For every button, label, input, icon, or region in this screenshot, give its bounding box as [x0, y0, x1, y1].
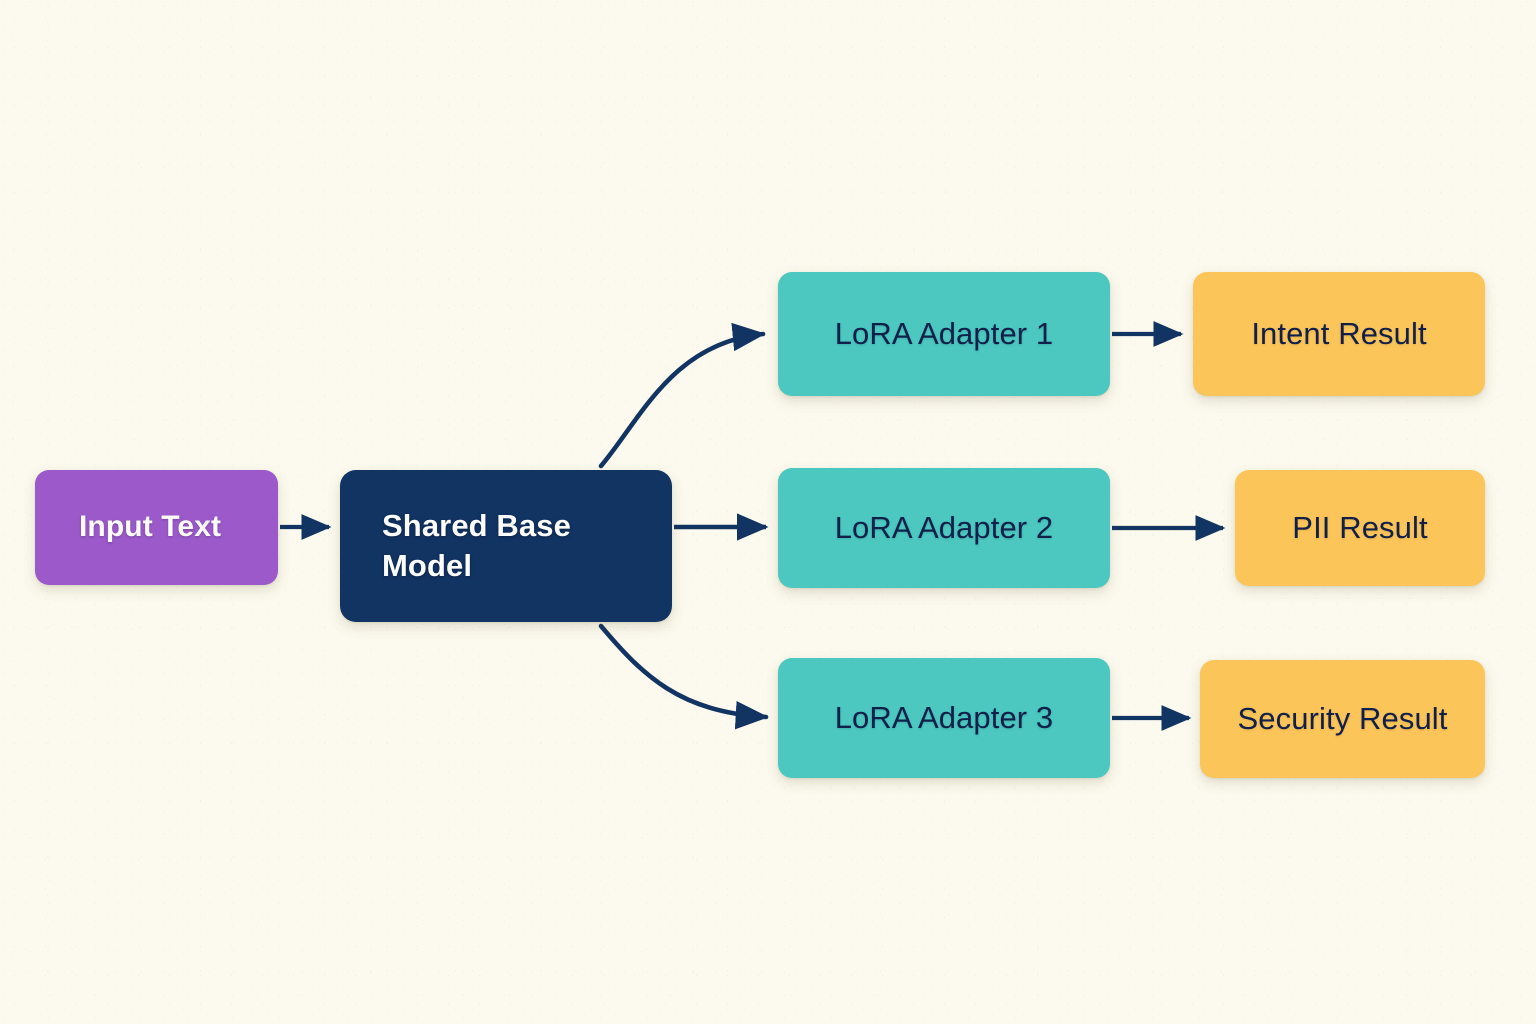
node-pii-result-label: PII Result — [1292, 510, 1428, 546]
node-lora-adapter-3[interactable]: LoRA Adapter 3 — [778, 658, 1110, 778]
node-security-result[interactable]: Security Result — [1200, 660, 1485, 778]
node-intent-result-label: Intent Result — [1251, 316, 1427, 352]
node-lora-adapter-1[interactable]: LoRA Adapter 1 — [778, 272, 1110, 396]
node-shared-base-model-line2: Model — [382, 548, 473, 583]
edge-base-to-adapter1 — [598, 322, 766, 469]
node-pii-result[interactable]: PII Result — [1235, 470, 1485, 586]
edge-base-to-adapter3 — [598, 623, 769, 730]
node-shared-base-model-line1: Shared Base — [382, 508, 571, 544]
node-lora-adapter-3-label: LoRA Adapter 3 — [834, 700, 1054, 736]
node-security-result-label: Security Result — [1237, 701, 1448, 737]
node-intent-result[interactable]: Intent Result — [1193, 272, 1485, 396]
node-input-text[interactable]: Input Text — [35, 470, 278, 585]
node-lora-adapter-2[interactable]: LoRA Adapter 2 — [778, 468, 1110, 588]
node-lora-adapter-2-label: LoRA Adapter 2 — [834, 510, 1054, 546]
node-input-text-label: Input Text — [79, 510, 222, 544]
node-lora-adapter-1-label: LoRA Adapter 1 — [834, 316, 1054, 352]
